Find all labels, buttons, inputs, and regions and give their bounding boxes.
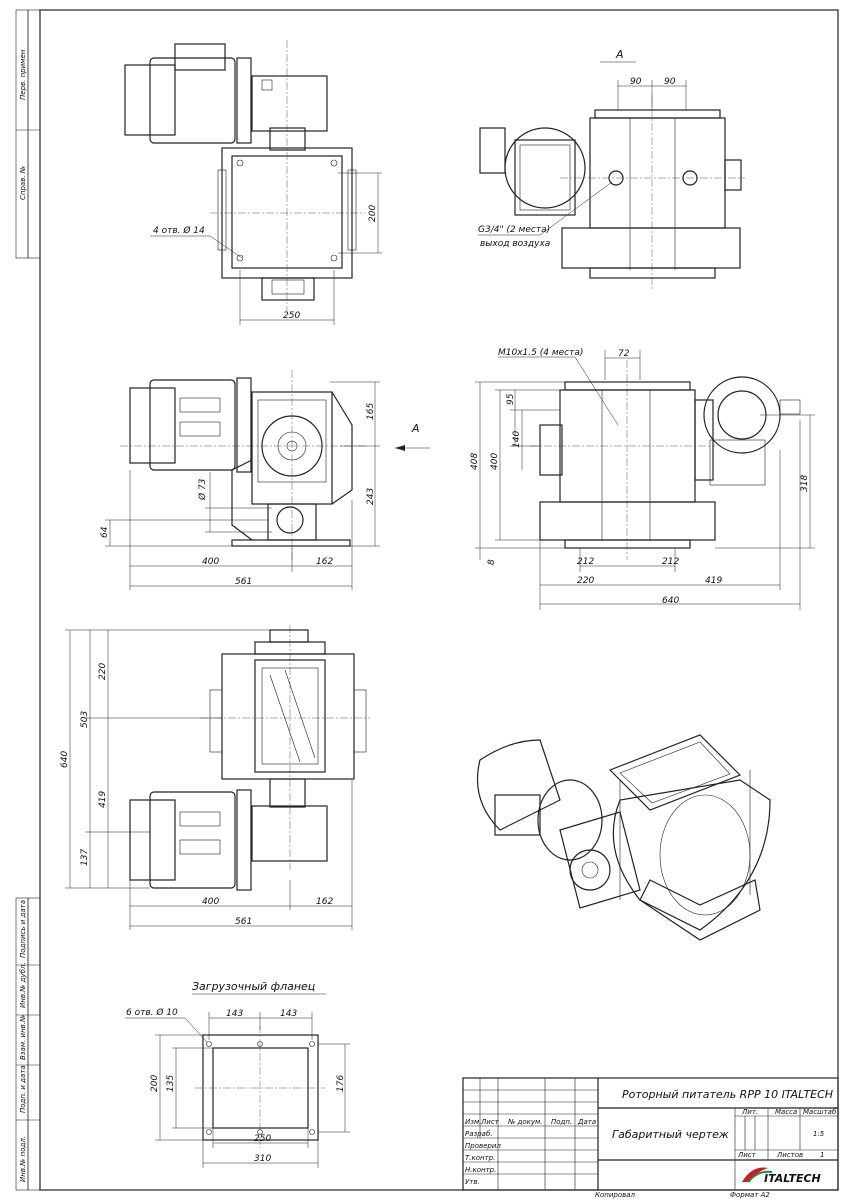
sidebar-label-podp2: Подп. и дата [19, 1065, 27, 1113]
side-dim-408: 408 [470, 453, 480, 470]
plan-dim-561: 561 [235, 917, 252, 927]
top-dim-200: 200 [368, 205, 378, 222]
front-dim-400: 400 [202, 557, 219, 567]
front-dim-243: 243 [366, 488, 376, 505]
side-note-m10: M10x1.5 (4 места) [498, 348, 583, 358]
top-note-holes: 4 отв. Ø 14 [153, 225, 205, 236]
front-arrow-a: A [411, 422, 420, 435]
front-dim-d73: Ø 73 [197, 478, 208, 501]
sidebar-label-sprav: Справ. № [19, 166, 27, 200]
side-view: M10x1.5 (4 места) 72 408 400 95 140 8 31… [470, 348, 815, 610]
front-view: A 165 243 Ø 73 64 400 162 561 [100, 370, 430, 590]
plan-dim-220: 220 [98, 663, 108, 680]
footer-copied: Копировал [595, 1191, 636, 1199]
flange-dim-200: 200 [150, 1075, 160, 1092]
side-dim-400: 400 [490, 453, 500, 470]
tb-col-izm: Изм. [465, 1118, 481, 1126]
side-dim-72: 72 [618, 349, 630, 359]
side-dim-318: 318 [800, 475, 810, 492]
front-dim-64: 64 [100, 526, 110, 538]
sidebar-label-vzam: Взам. инв.№ [19, 1015, 27, 1060]
tb-row-utv: Утв. [465, 1178, 480, 1186]
side-dim-640: 640 [662, 596, 679, 606]
plan-dim-400: 400 [202, 897, 219, 907]
side-dim-140: 140 [512, 431, 522, 448]
side-dim-212b: 212 [662, 557, 679, 567]
flange-dim-310: 310 [254, 1154, 271, 1164]
tb-scale-label: Масштаб [803, 1108, 837, 1116]
flange-note-holes: 6 отв. Ø 10 [126, 1007, 178, 1018]
side-dim-8: 8 [487, 559, 497, 565]
italtech-logo: ITALTECH [742, 1167, 821, 1185]
top-view: 200 250 4 отв. Ø 14 [124, 40, 382, 325]
flange-dim-143b: 143 [280, 1009, 297, 1019]
tb-col-doc: № докум. [507, 1118, 543, 1126]
tb-col-data: Дата [577, 1118, 596, 1126]
flange-dim-250: 250 [254, 1134, 271, 1144]
tb-sheets-label: Листов [776, 1151, 803, 1159]
flange-dim-143a: 143 [226, 1009, 243, 1019]
front-dim-561: 561 [235, 577, 252, 587]
tb-sheet-label: Лист [737, 1151, 757, 1159]
sheet-border [39, 9, 839, 1191]
footer-format: Формат A2 [730, 1191, 770, 1199]
sidebar-top: Перв. примен Справ. № [15, 9, 41, 259]
view-a-label: A [615, 48, 624, 61]
tb-lit-label: Лит. [741, 1108, 758, 1116]
tb-product-title: Роторный питатель RPP 10 ITALTECH [622, 1088, 833, 1101]
view-a-note-g34: G3/4" (2 места) [478, 225, 550, 235]
plan-dim-137: 137 [80, 849, 90, 866]
logo-text: ITALTECH [764, 1172, 821, 1185]
isometric-view [476, 734, 771, 941]
view-a-note-air: выход воздуха [480, 239, 550, 249]
tb-doc-title: Габаритный чертеж [612, 1128, 729, 1141]
side-dim-419: 419 [705, 576, 722, 586]
flange-view: Загрузочный фланец 6 отв. Ø 10 143 143 2… [125, 980, 350, 1168]
plan-dim-503: 503 [80, 711, 90, 728]
tb-mass-label: Масса [775, 1108, 797, 1116]
sidebar-label-inv-dubl: Инв.№ дубл. [19, 962, 27, 1008]
view-a-dim-90a: 90 [630, 77, 642, 87]
front-dim-162: 162 [316, 557, 333, 567]
front-dim-165: 165 [366, 403, 376, 420]
side-dim-95: 95 [506, 393, 516, 405]
tb-row-proveril: Проверил [465, 1142, 501, 1150]
side-dim-212a: 212 [577, 557, 594, 567]
flange-dim-176: 176 [336, 1075, 346, 1092]
tb-scale-value: 1:5 [813, 1130, 825, 1138]
flange-title: Загрузочный фланец [192, 980, 315, 993]
title-block: Изм. Лист № докум. Подп. Дата Разраб. Пр… [462, 1077, 839, 1191]
tb-row-razrab: Разраб. [465, 1130, 493, 1138]
sidebar-label-podp1: Подпись и дата [19, 900, 27, 958]
tb-sheets-value: 1 [820, 1151, 824, 1159]
flange-dim-135: 135 [166, 1075, 176, 1092]
top-dim-250: 250 [283, 311, 300, 321]
plan-dim-162: 162 [316, 897, 333, 907]
tb-col-podp: Подп. [551, 1118, 572, 1126]
view-a-dim-90b: 90 [664, 77, 676, 87]
plan-dim-419: 419 [98, 791, 108, 808]
view-a: A 90 90 G3/4" (2 места) выход воздуха [478, 48, 745, 290]
sidebar-bottom: Подпись и дата Инв.№ дубл. Взам. инв.№ П… [15, 897, 41, 1191]
plan-view: 640 503 220 419 137 400 162 561 [60, 625, 370, 930]
sidebar-label-inv-podl: Инв.№ подл. [19, 1136, 27, 1182]
tb-col-list: Лист [480, 1118, 500, 1126]
tb-row-nkontr: Н.контр. [465, 1166, 496, 1174]
plan-dim-640: 640 [60, 751, 70, 768]
sidebar-label-perv: Перв. примен [19, 49, 27, 100]
tb-row-tkontr: Т.контр. [465, 1154, 495, 1162]
side-dim-220: 220 [577, 576, 594, 586]
